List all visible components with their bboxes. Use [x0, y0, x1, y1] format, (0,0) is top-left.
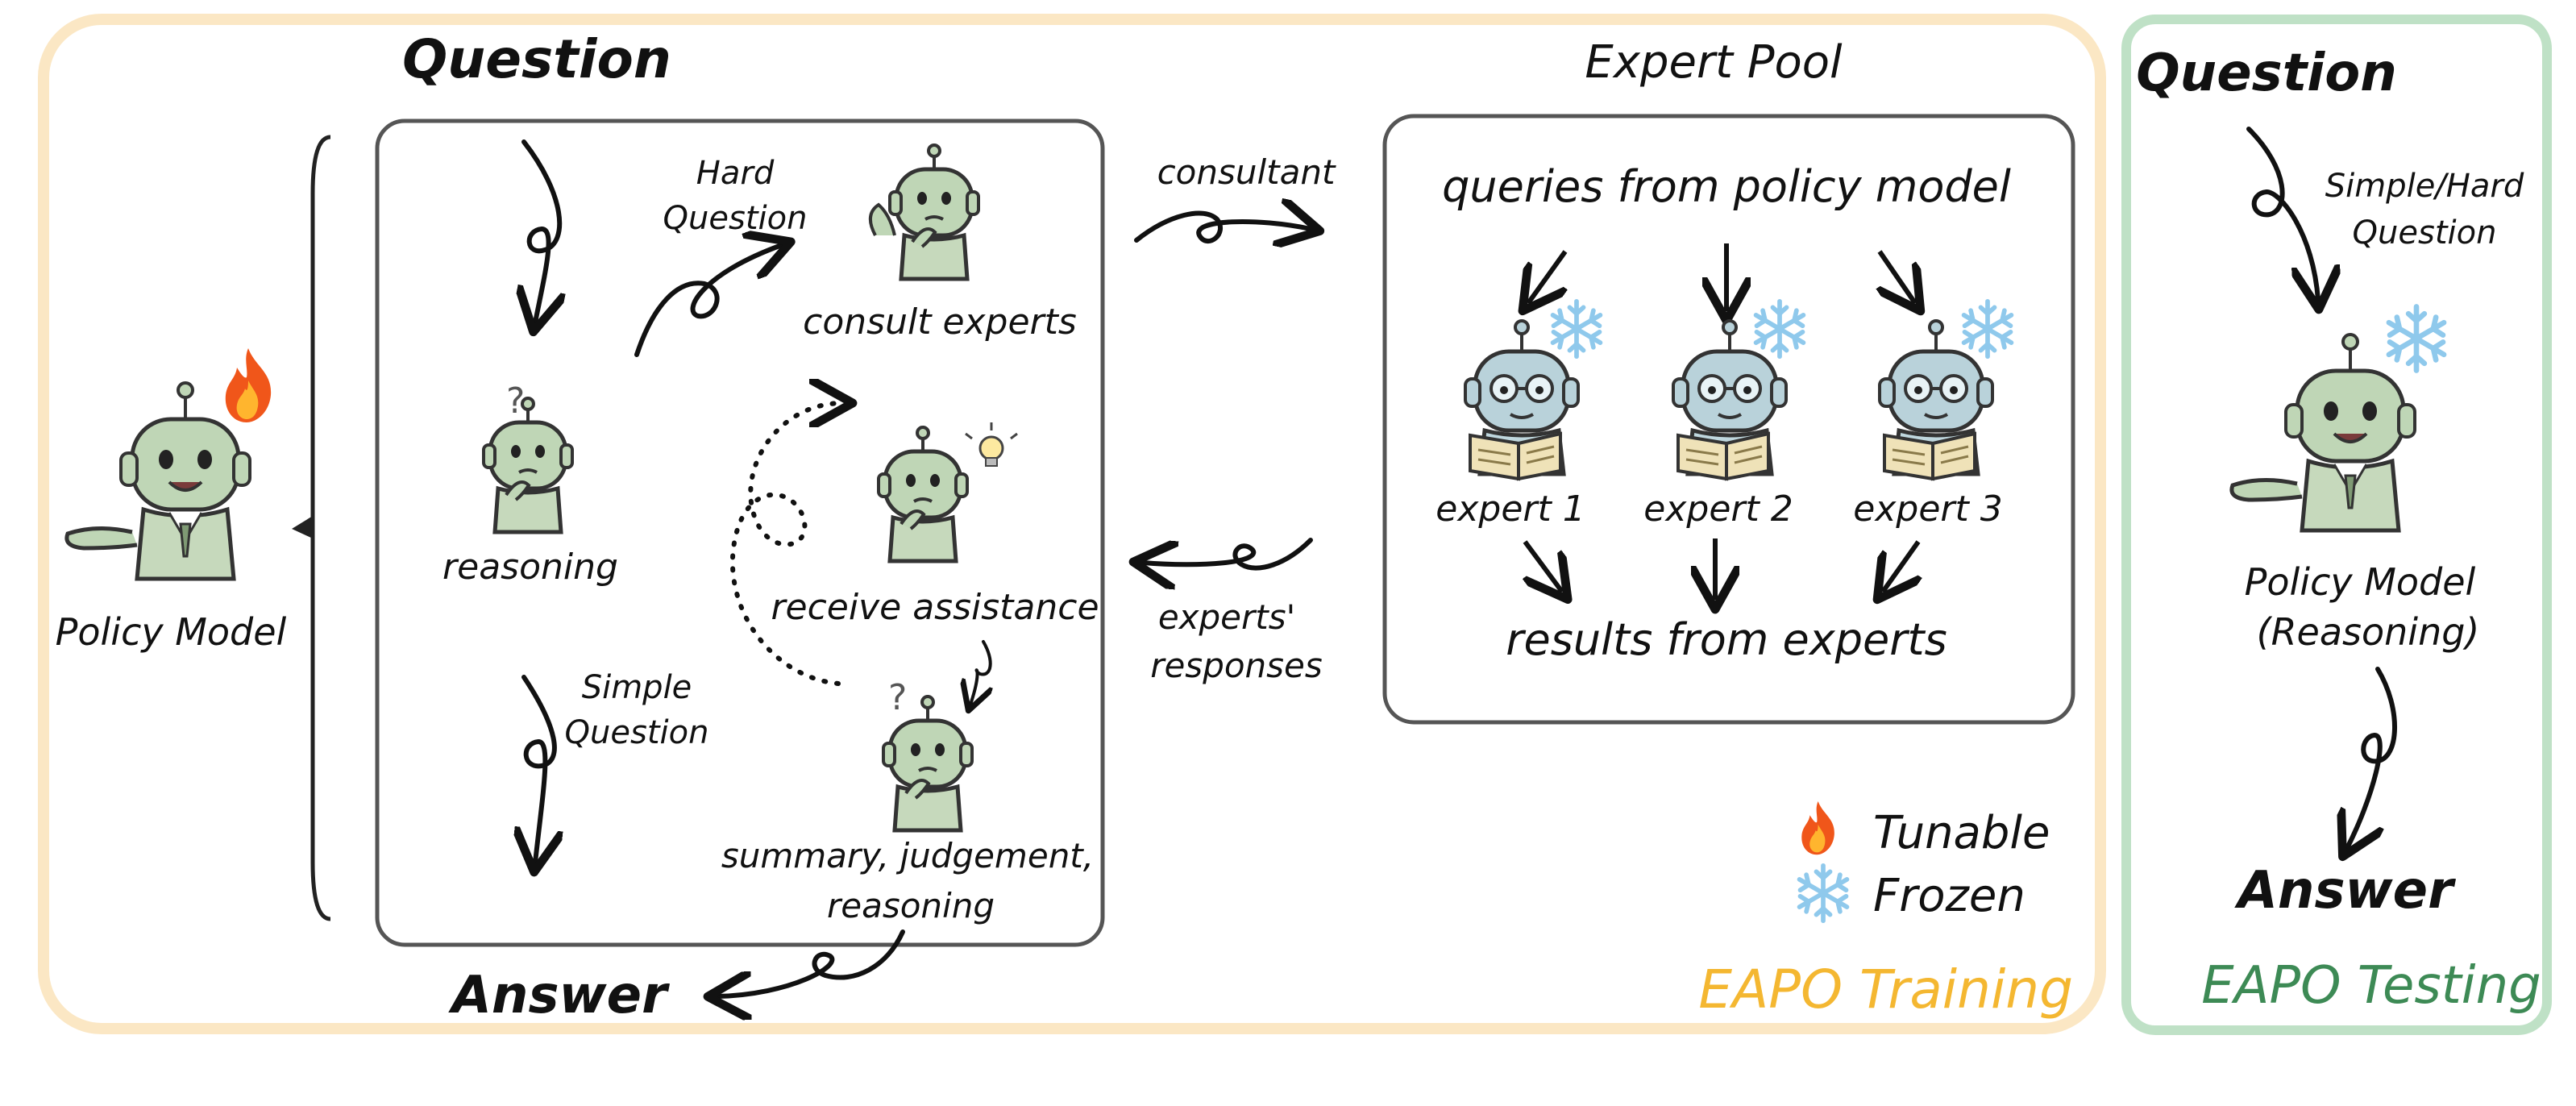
experts-responses-line2: responses — [1150, 646, 1323, 685]
training-answer-label: Answer — [447, 966, 670, 1025]
query-arrow-1 — [1528, 250, 1565, 303]
testing-question-label: Question — [2136, 44, 2397, 103]
policy-robot-icon — [64, 383, 250, 579]
dotted-loop-arrow — [729, 403, 843, 686]
question-arrow — [524, 139, 559, 322]
hard-question-label-line1: Hard — [696, 155, 775, 192]
snowflake-icon — [1553, 301, 1601, 356]
snowflake-icon — [1800, 866, 1847, 921]
summary-label-line1: summary, judgement, — [721, 836, 1094, 875]
simple-question-label-line1: Simple — [582, 669, 692, 706]
training-panel-border — [38, 14, 2106, 1034]
lightbulb-icon — [965, 422, 1018, 467]
testing-simple-hard-line2: Question — [2353, 214, 2497, 252]
summary-label-line2: reasoning — [827, 886, 995, 925]
fire-icon — [1801, 801, 1834, 855]
answer-arrow — [717, 929, 905, 996]
bracket-pointer — [292, 516, 313, 538]
expert-3-label: expert 3 — [1853, 489, 2002, 530]
reasoning-box — [375, 118, 1105, 947]
testing-panel-title: EAPO Testing — [2201, 956, 2541, 1016]
experts-responses-line1: experts' — [1158, 597, 1295, 637]
snowflake-icon — [1964, 301, 2012, 356]
policy-model-label: Policy Model — [56, 610, 287, 654]
assist-robot-icon — [879, 427, 967, 561]
expert-robot-icon — [1880, 321, 1992, 479]
receive-assistance-label: receive assistance — [771, 587, 1099, 628]
frozen-label: Frozen — [1873, 870, 2025, 922]
testing-answer-arrow — [2347, 667, 2397, 848]
snowflake-icon — [2389, 306, 2444, 370]
testing-policy-model-line1: Policy Model — [2245, 560, 2476, 604]
hard-question-arrow — [634, 245, 782, 357]
testing-answer-label: Answer — [2233, 861, 2456, 921]
assist-to-summary-arrow — [970, 640, 991, 705]
simple-question-label-line2: Question — [565, 714, 709, 751]
expert-pool-box — [1382, 114, 2075, 725]
training-panel: Policy Model Question ? reasoning Hard Q… — [38, 14, 2106, 1034]
query-arrow-3 — [1880, 250, 1915, 303]
testing-policy-model-line2: (Reasoning) — [2257, 610, 2480, 654]
consultant-label: consultant — [1157, 152, 1336, 192]
snowflake-icon — [1756, 301, 1804, 356]
expert-robot-icon — [1673, 321, 1786, 479]
fire-icon — [225, 348, 272, 422]
consult-experts-label: consult experts — [803, 301, 1077, 343]
testing-panel-border — [2121, 15, 2552, 1035]
hard-question-label-line2: Question — [663, 200, 808, 237]
queries-label: queries from policy model — [1442, 161, 2011, 212]
training-panel-title: EAPO Training — [1698, 958, 2073, 1021]
results-label: results from experts — [1506, 614, 1947, 665]
testing-question-arrow — [2246, 127, 2318, 300]
tunable-label: Tunable — [1873, 807, 2050, 859]
question-mark-icon: ? — [888, 677, 907, 718]
reasoning-label: reasoning — [442, 547, 618, 588]
left-bracket — [310, 135, 331, 921]
testing-panel: Question Simple/Hard Question Policy Mod… — [2121, 15, 2552, 1035]
consult-robot-icon — [869, 145, 978, 279]
result-arrow-3 — [1883, 540, 1918, 592]
question-mark-icon: ? — [506, 380, 525, 422]
testing-simple-hard-line1: Simple/Hard — [2325, 168, 2524, 205]
expert-2-label: expert 2 — [1643, 489, 1793, 530]
experts-responses-arrow — [1143, 540, 1313, 568]
training-question-label: Question — [402, 28, 671, 90]
expert-1-label: expert 1 — [1435, 489, 1585, 530]
policy-robot-icon — [2229, 335, 2415, 530]
consultant-arrow — [1134, 213, 1311, 241]
reasoning-robot-icon — [484, 398, 572, 532]
expert-pool-title: Expert Pool — [1585, 36, 1843, 89]
result-arrow-1 — [1525, 540, 1562, 592]
simple-question-arrow — [524, 675, 555, 863]
